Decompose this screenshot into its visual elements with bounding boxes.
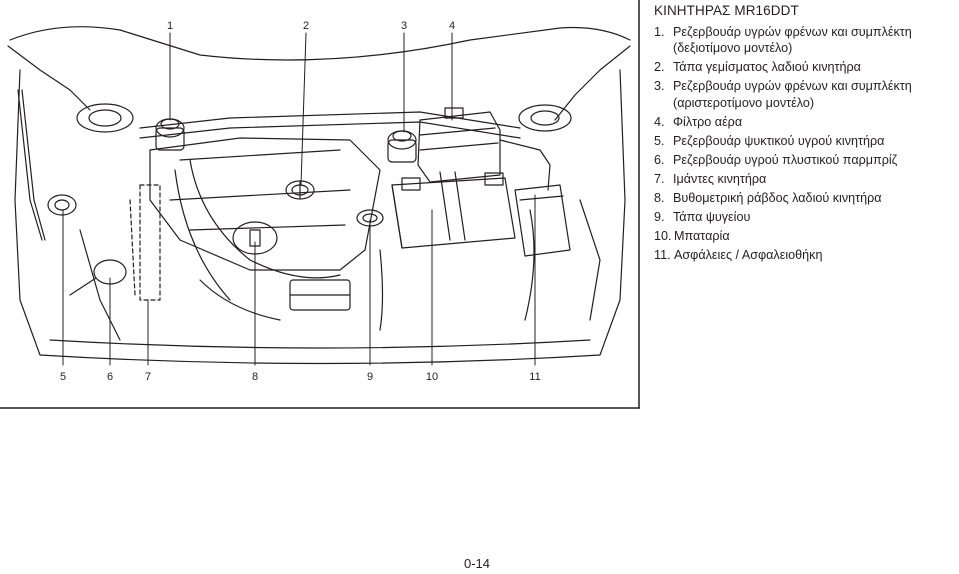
legend-item: 9. Τάπα ψυγείου [654,209,954,225]
legend-item-number: 5. [654,133,665,148]
legend-item-text: Ρεζερβουάρ υγρών φρένων και συμπλέκτη (δ… [673,25,912,56]
legend-list: 1. Ρεζερβουάρ υγρών φρένων και συμπλέκτη … [654,24,954,264]
legend-title: ΚΙΝΗΤΗΡΑΣ MR16DDT [654,3,799,18]
callout-9: 9 [367,371,373,383]
legend-item-text: Ασφάλειες / Ασφαλειοθήκη [674,248,823,263]
legend-item-number: 4. [654,114,665,129]
legend-item: 8. Βυθομετρική ράβδος λαδιού κινητήρα [654,190,954,206]
legend-item-text: Τάπα ψυγείου [673,210,751,225]
callout-3: 3 [401,20,407,32]
legend-item: 2. Τάπα γεμίσματος λαδιού κινητήρα [654,59,954,75]
legend-item-number: 2. [654,60,665,75]
legend-item-text: Ρεζερβουάρ υγρών φρένων και συμπλέκτη (α… [673,79,912,110]
legend-item-text: Ρεζερβουάρ ψυκτικού υγρού κινητήρα [673,133,885,148]
legend-item-text: Ρεζερβουάρ υγρού πλυστικού παρμπρίζ [673,152,898,167]
legend-item: 1. Ρεζερβουάρ υγρών φρένων και συμπλέκτη … [654,24,954,56]
legend-item: 5. Ρεζερβουάρ ψυκτικού υγρού κινητήρα [654,133,954,149]
engine-compartment-illustration: 1 2 3 4 5 6 7 8 9 10 11 [0,0,640,410]
callout-8: 8 [252,371,258,383]
legend-item: 3. Ρεζερβουάρ υγρών φρένων και συμπλέκτη … [654,78,954,110]
legend-item-text: Τάπα γεμίσματος λαδιού κινητήρα [673,60,861,75]
legend-item: 11.Ασφάλειες / Ασφαλειοθήκη [654,247,954,263]
callout-11: 11 [529,371,540,383]
legend: ΚΙΝΗΤΗΡΑΣ MR16DDT 1. Ρεζερβουάρ υγρών φρέ… [654,2,954,266]
legend-item-number: 6. [654,152,665,167]
legend-item-number: 7. [654,171,665,186]
callout-10: 10 [426,371,438,383]
callout-7: 7 [145,371,151,383]
callout-5: 5 [60,371,66,383]
legend-item: 10.Μπαταρία [654,228,954,244]
legend-item-text: Μπαταρία [674,229,730,244]
legend-item-number: 10. [654,229,672,244]
legend-item-number: 11. [654,248,671,263]
legend-item: 6. Ρεζερβουάρ υγρού πλυστικού παρμπρίζ [654,152,954,168]
legend-item-number: 3. [654,79,665,94]
callout-4: 4 [449,20,455,32]
callout-2: 2 [303,20,309,32]
legend-item-number: 1. [654,25,665,39]
callout-1: 1 [167,20,173,32]
legend-item-number: 9. [654,210,665,225]
legend-item-text: Φίλτρο αέρα [673,114,743,129]
callout-6: 6 [107,371,113,383]
legend-item-number: 8. [654,191,665,206]
legend-item-text: Ιμάντες κινητήρα [673,171,767,186]
legend-item-text: Βυθομετρική ράβδος λαδιού κινητήρα [673,191,882,206]
legend-item: 7. Ιμάντες κινητήρα [654,171,954,187]
page-number: 0-14 [464,556,491,571]
legend-item: 4. Φίλτρο αέρα [654,114,954,130]
